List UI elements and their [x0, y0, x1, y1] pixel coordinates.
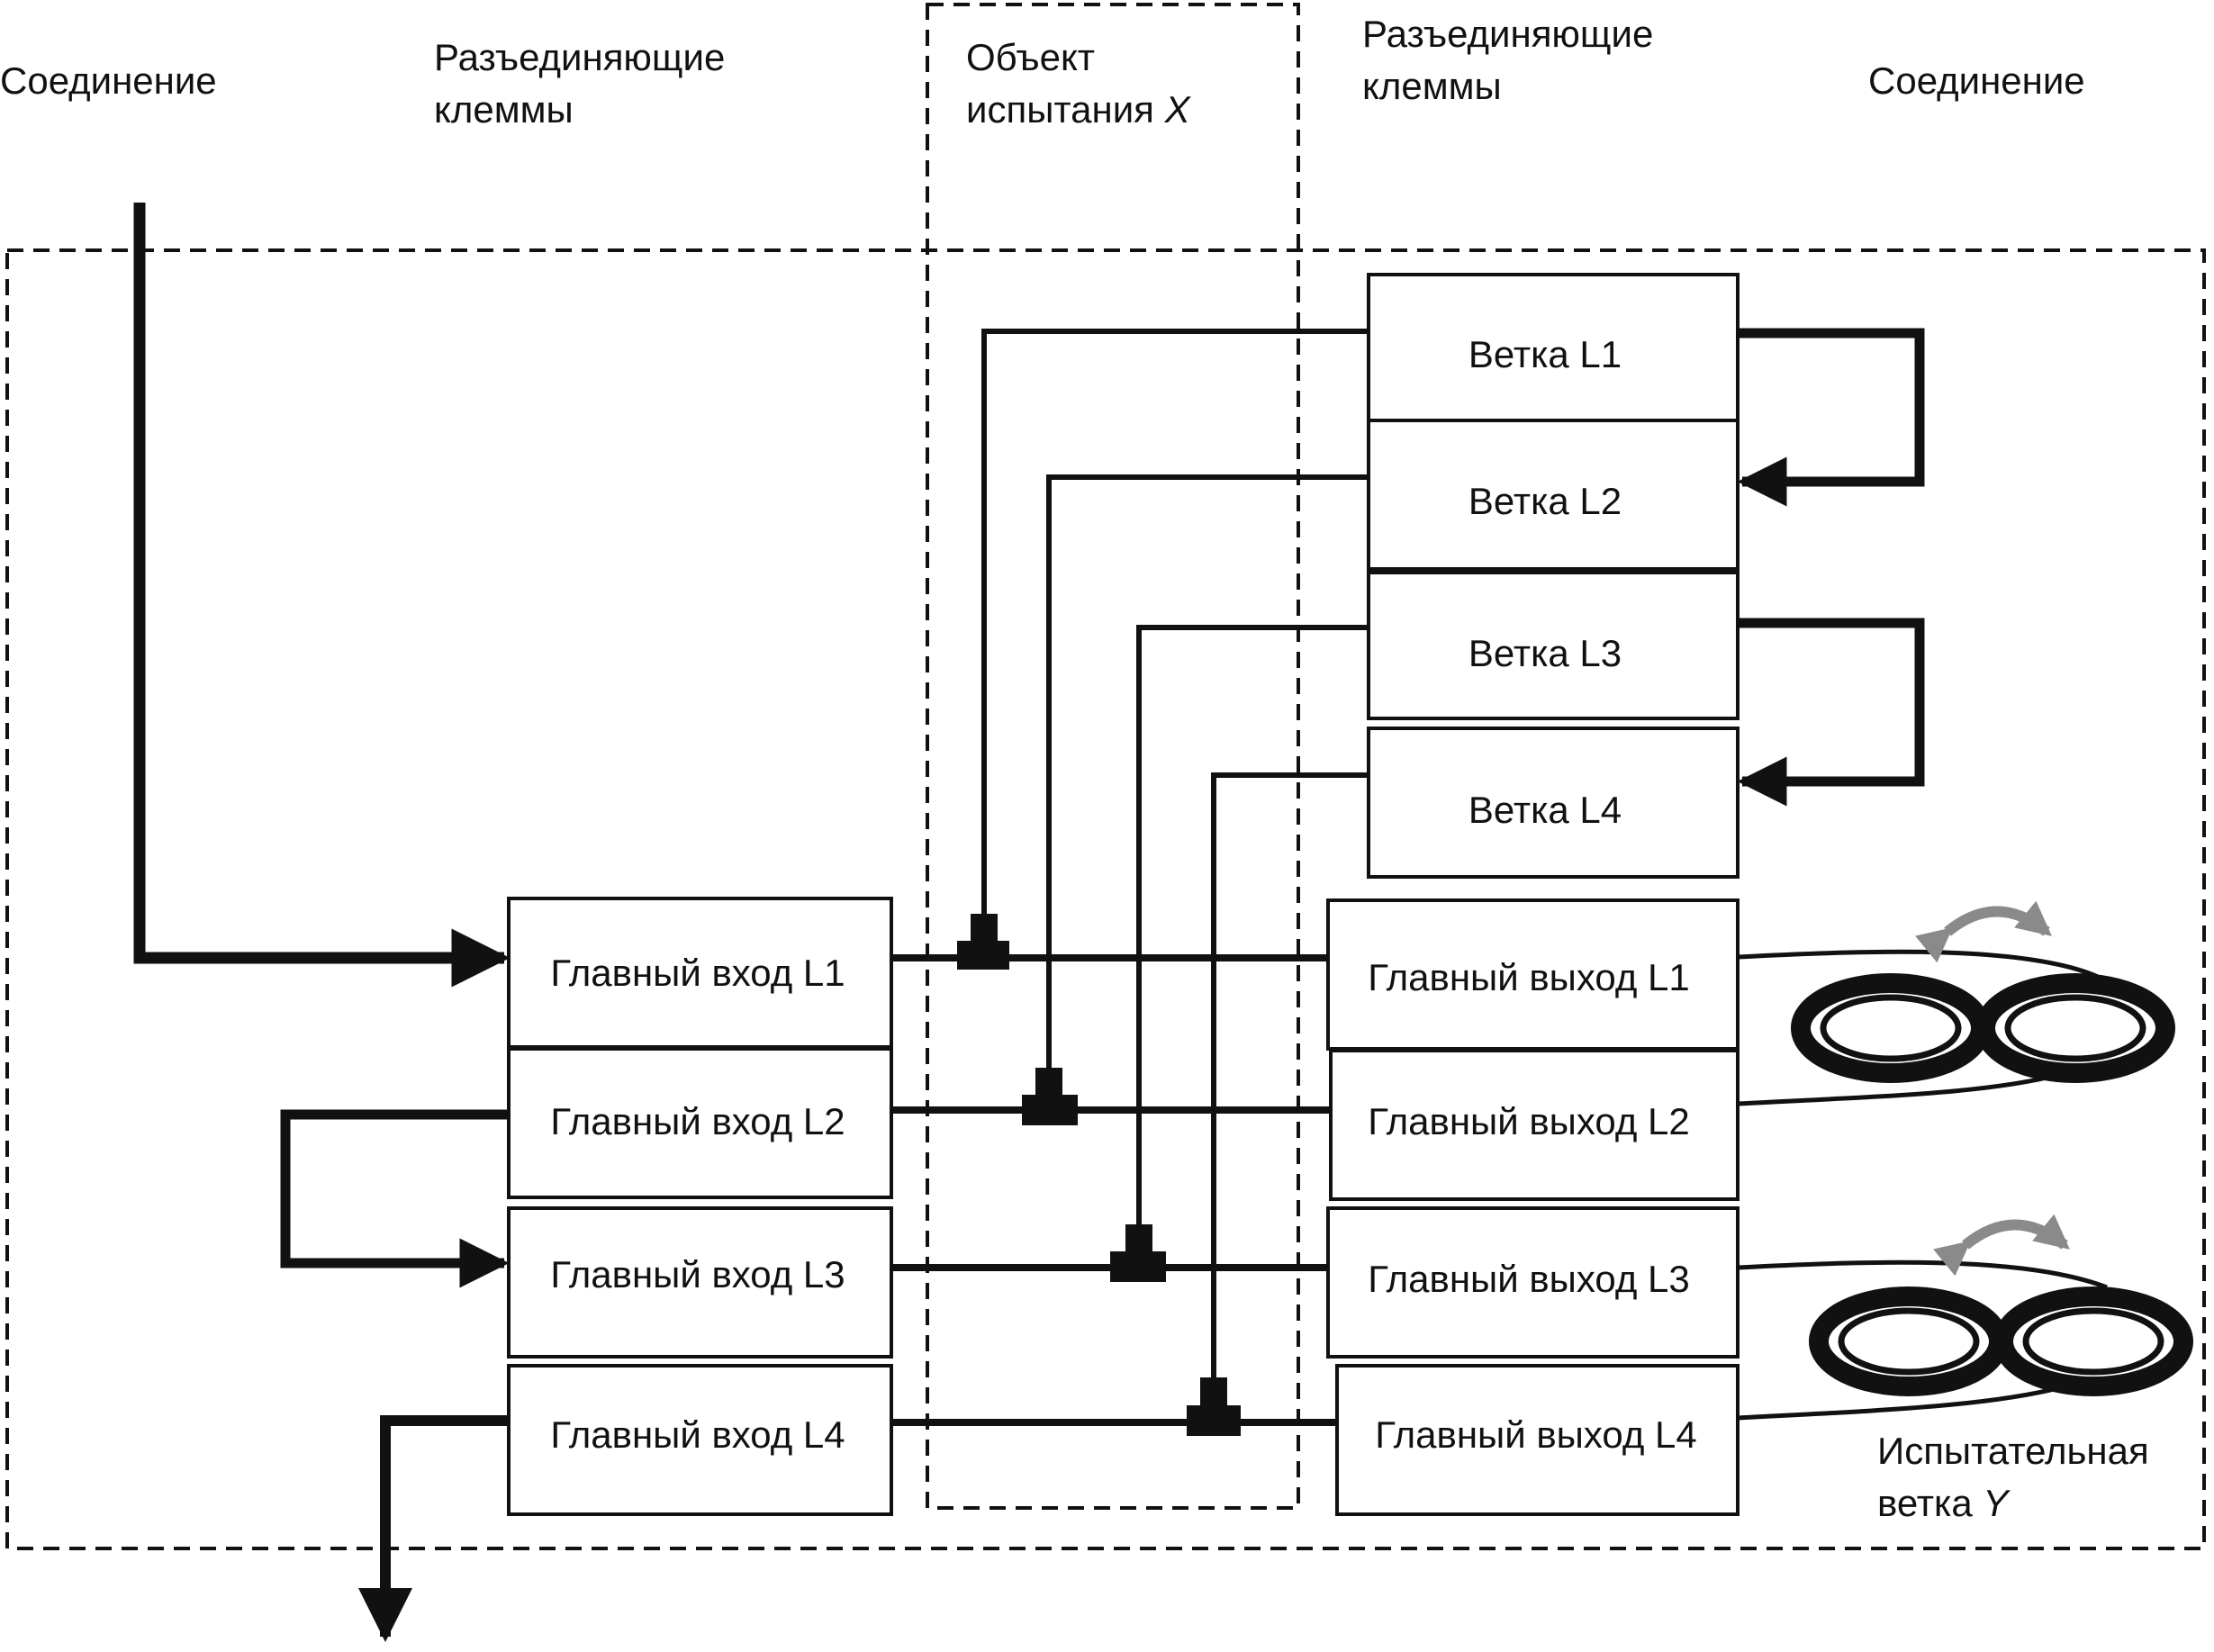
- connection-wire-in: [133, 203, 511, 988]
- branch-box-l2: Ветка L2: [1367, 419, 1740, 571]
- main-output-label-l4: Главный выход L4: [1375, 1413, 1696, 1456]
- rotation-arrow-icon-lower: [1933, 1214, 2070, 1277]
- t-connector-l4: [1187, 1377, 1241, 1436]
- main-input-box-l2: Главный вход L2: [507, 1047, 893, 1199]
- branch-box-l4: Ветка L4: [1367, 727, 1740, 879]
- t-connector-l1: [957, 914, 1009, 970]
- main-input-label-l2: Главный вход L2: [550, 1100, 845, 1142]
- main-input-label-l3: Главный вход L3: [550, 1253, 845, 1295]
- loop-wire-branch-l1-l2: [1737, 328, 1925, 507]
- branch-label-l2: Ветка L2: [1468, 480, 1622, 522]
- test-object-label-line2: испытания X: [966, 88, 1190, 131]
- main-input-label-l4: Главный вход L4: [550, 1413, 845, 1456]
- branch-box-l1: Ветка L1: [1367, 273, 1740, 422]
- terminals-label-left-line2: клеммы: [434, 88, 574, 131]
- test-object-label-line1: Объект: [966, 36, 1096, 78]
- terminals-label-left-line1: Разъединяющие: [434, 36, 726, 78]
- cable-coil-upper: [1737, 949, 2175, 1106]
- connection-wire-out: [358, 1415, 509, 1642]
- cable-coil-lower: [1737, 1259, 2193, 1421]
- branch-label-l4: Ветка L4: [1468, 789, 1622, 831]
- terminals-label-right-line2: клеммы: [1362, 65, 1502, 107]
- main-output-label-l3: Главный выход L3: [1368, 1258, 1689, 1300]
- main-output-box-l1: Главный выход L1: [1326, 898, 1740, 1051]
- main-input-label-l1: Главный вход L1: [550, 952, 845, 994]
- rotation-arrow-icon-upper: [1915, 900, 2052, 963]
- branch-drop-l1: [981, 329, 1369, 934]
- loop-wire-branch-l3-l4: [1737, 618, 1925, 807]
- branch-drop-l2: [1046, 474, 1369, 1089]
- main-input-box-l3: Главный вход L3: [507, 1206, 893, 1359]
- branch-label-l3: Ветка L3: [1468, 632, 1622, 674]
- branch-label-l1: Ветка L1: [1468, 333, 1622, 375]
- main-output-box-l3: Главный выход L3: [1326, 1206, 1740, 1359]
- test-branch-label-line1: Испытательная: [1877, 1430, 2149, 1472]
- loop-wire-input-l2-l3: [280, 1109, 510, 1288]
- main-output-label-l2: Главный выход L2: [1368, 1100, 1689, 1142]
- branch-box-l3: Ветка L3: [1367, 571, 1740, 720]
- branch-drop-l4: [1211, 772, 1369, 1401]
- t-connector-l2: [1022, 1068, 1078, 1125]
- terminals-label-right-line1: Разъединяющие: [1362, 13, 1654, 55]
- main-input-box-l4: Главный вход L4: [507, 1364, 893, 1516]
- test-branch-label-line2: ветка Y: [1877, 1482, 2009, 1524]
- test-object-enclosure-outline: [926, 3, 1300, 1510]
- connection-label-right: Соединение: [1868, 59, 2085, 102]
- t-connector-l3: [1110, 1224, 1166, 1282]
- connection-label-left: Соединение: [0, 59, 217, 102]
- main-input-box-l1: Главный вход L1: [507, 897, 893, 1049]
- main-output-box-l2: Главный выход L2: [1329, 1049, 1740, 1201]
- terminal-enclosure-outline: [5, 248, 2206, 1550]
- main-output-box-l4: Главный выход L4: [1335, 1364, 1740, 1516]
- main-output-label-l1: Главный выход L1: [1368, 956, 1689, 998]
- branch-drop-l3: [1136, 625, 1369, 1242]
